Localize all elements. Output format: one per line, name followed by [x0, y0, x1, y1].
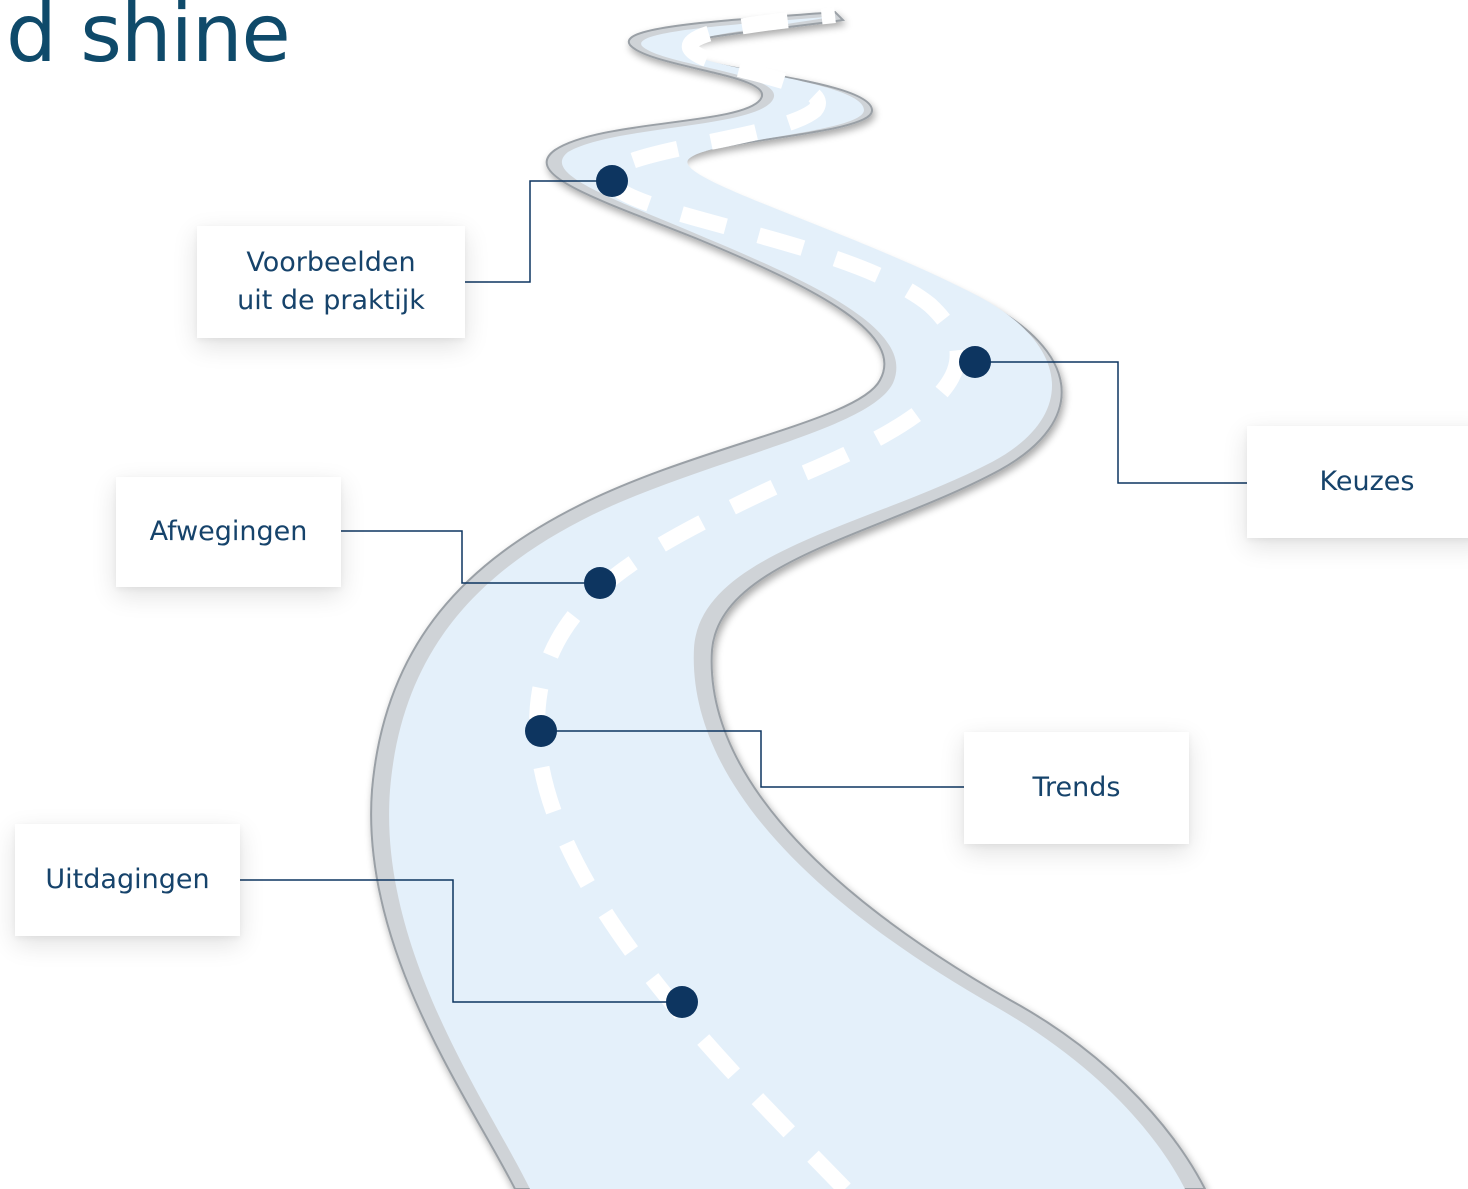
milestone-uitdagingen: Uitdagingen	[15, 824, 240, 936]
marker-trends	[525, 715, 557, 747]
marker-voorbeelden	[596, 165, 628, 197]
connector-voorbeelden	[465, 180, 612, 283]
milestone-voorbeelden: Voorbeelden uit de praktijk	[197, 226, 465, 338]
marker-uitdagingen	[666, 986, 698, 1018]
road-centerline	[529, 7, 966, 1189]
page-title: d shine	[6, 0, 291, 80]
milestone-label: Trends	[1032, 772, 1121, 803]
milestone-afwegingen: Afwegingen	[116, 477, 341, 587]
marker-afwegingen	[584, 567, 616, 599]
milestone-label: Keuzes	[1319, 466, 1415, 497]
connector-keuzes	[975, 361, 1247, 484]
marker-keuzes	[959, 346, 991, 378]
connector-uitdagingen	[240, 879, 682, 1003]
milestone-trends: Trends	[964, 732, 1189, 844]
connector-trends	[541, 730, 964, 788]
milestone-label: Uitdagingen	[45, 864, 210, 895]
road-surface	[389, 16, 1185, 1189]
milestone-label: Afwegingen	[149, 516, 308, 547]
milestone-label: uit de praktijk	[237, 285, 425, 316]
connector-afwegingen	[341, 530, 600, 584]
milestone-keuzes: Keuzes	[1247, 426, 1468, 538]
milestone-label: Voorbeelden	[246, 247, 416, 278]
